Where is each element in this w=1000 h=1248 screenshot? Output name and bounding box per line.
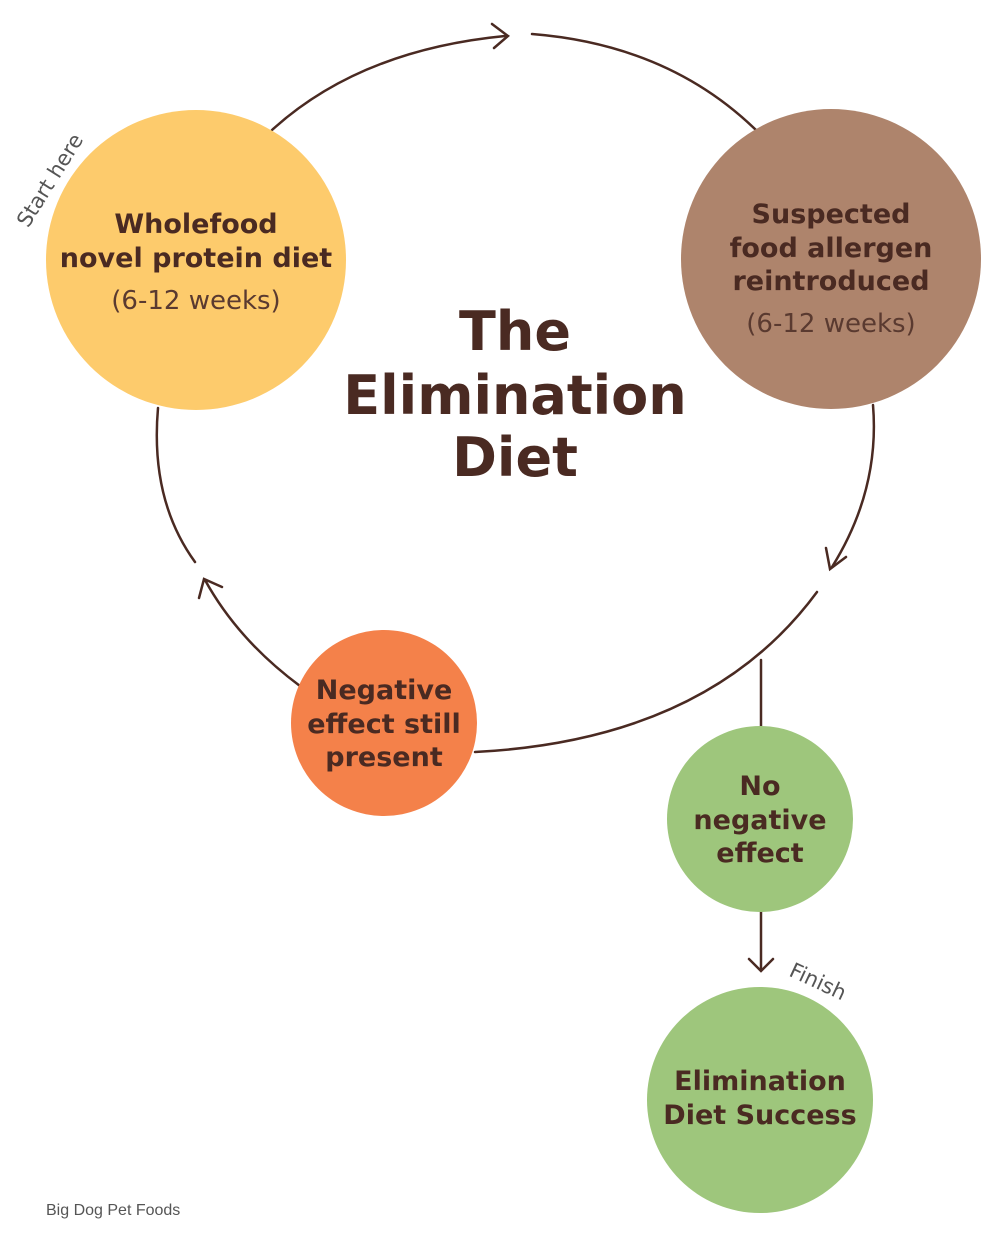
connector-right-arc xyxy=(830,403,876,569)
connector-left-lower-arc xyxy=(203,578,302,688)
connector-success-arrowhead xyxy=(747,957,775,973)
node-negative-present-line1: Negative xyxy=(316,675,453,706)
connector-left-arrowhead xyxy=(197,577,224,600)
connector-top-arc-left xyxy=(270,34,507,132)
node-reintroduced: Suspected food allergen reintroduced (6-… xyxy=(681,109,981,409)
main-title: The Elimination Diet xyxy=(343,300,686,489)
node-negative-present-line2: effect still xyxy=(307,709,461,740)
main-title-line2: Elimination xyxy=(343,364,686,427)
connector-right-arrowhead xyxy=(824,546,848,572)
node-reintroduced-line2: food allergen xyxy=(730,233,933,264)
node-reintroduced-sub: (6-12 weeks) xyxy=(746,309,915,339)
node-wholefood-line2: novel protein diet xyxy=(60,243,333,274)
cycle-connectors xyxy=(155,22,876,973)
connector-top-arrowhead xyxy=(490,22,510,50)
node-wholefood-sub: (6-12 weeks) xyxy=(111,286,280,316)
node-success-circle xyxy=(647,987,873,1213)
node-negative-present-line3: present xyxy=(325,742,443,773)
brand-label: Big Dog Pet Foods xyxy=(46,1202,180,1219)
node-wholefood-line1: Wholefood xyxy=(114,209,277,240)
node-no-negative: No negative effect xyxy=(667,726,853,912)
main-title-line1: The xyxy=(459,300,571,363)
node-reintroduced-circle xyxy=(681,109,981,409)
node-no-negative-line2: negative xyxy=(693,805,826,836)
node-wholefood: Wholefood novel protein diet (6-12 weeks… xyxy=(46,110,346,410)
node-negative-present-circle xyxy=(291,630,477,816)
node-reintroduced-line1: Suspected xyxy=(752,199,911,230)
connector-left-arc xyxy=(155,406,197,564)
connector-bottom-arc xyxy=(473,590,819,754)
node-success: Elimination Diet Success xyxy=(647,987,873,1213)
node-reintroduced-line3: reintroduced xyxy=(732,266,929,297)
node-no-negative-line3: effect xyxy=(716,838,804,869)
node-success-line1: Elimination xyxy=(674,1066,846,1097)
node-no-negative-line1: No xyxy=(739,771,780,802)
node-success-line2: Diet Success xyxy=(663,1100,856,1131)
node-wholefood-circle xyxy=(46,110,346,410)
node-no-negative-circle xyxy=(667,726,853,912)
connector-top-arc-right xyxy=(530,32,760,134)
main-title-line3: Diet xyxy=(452,426,578,489)
node-negative-present: Negative effect still present xyxy=(291,630,477,816)
